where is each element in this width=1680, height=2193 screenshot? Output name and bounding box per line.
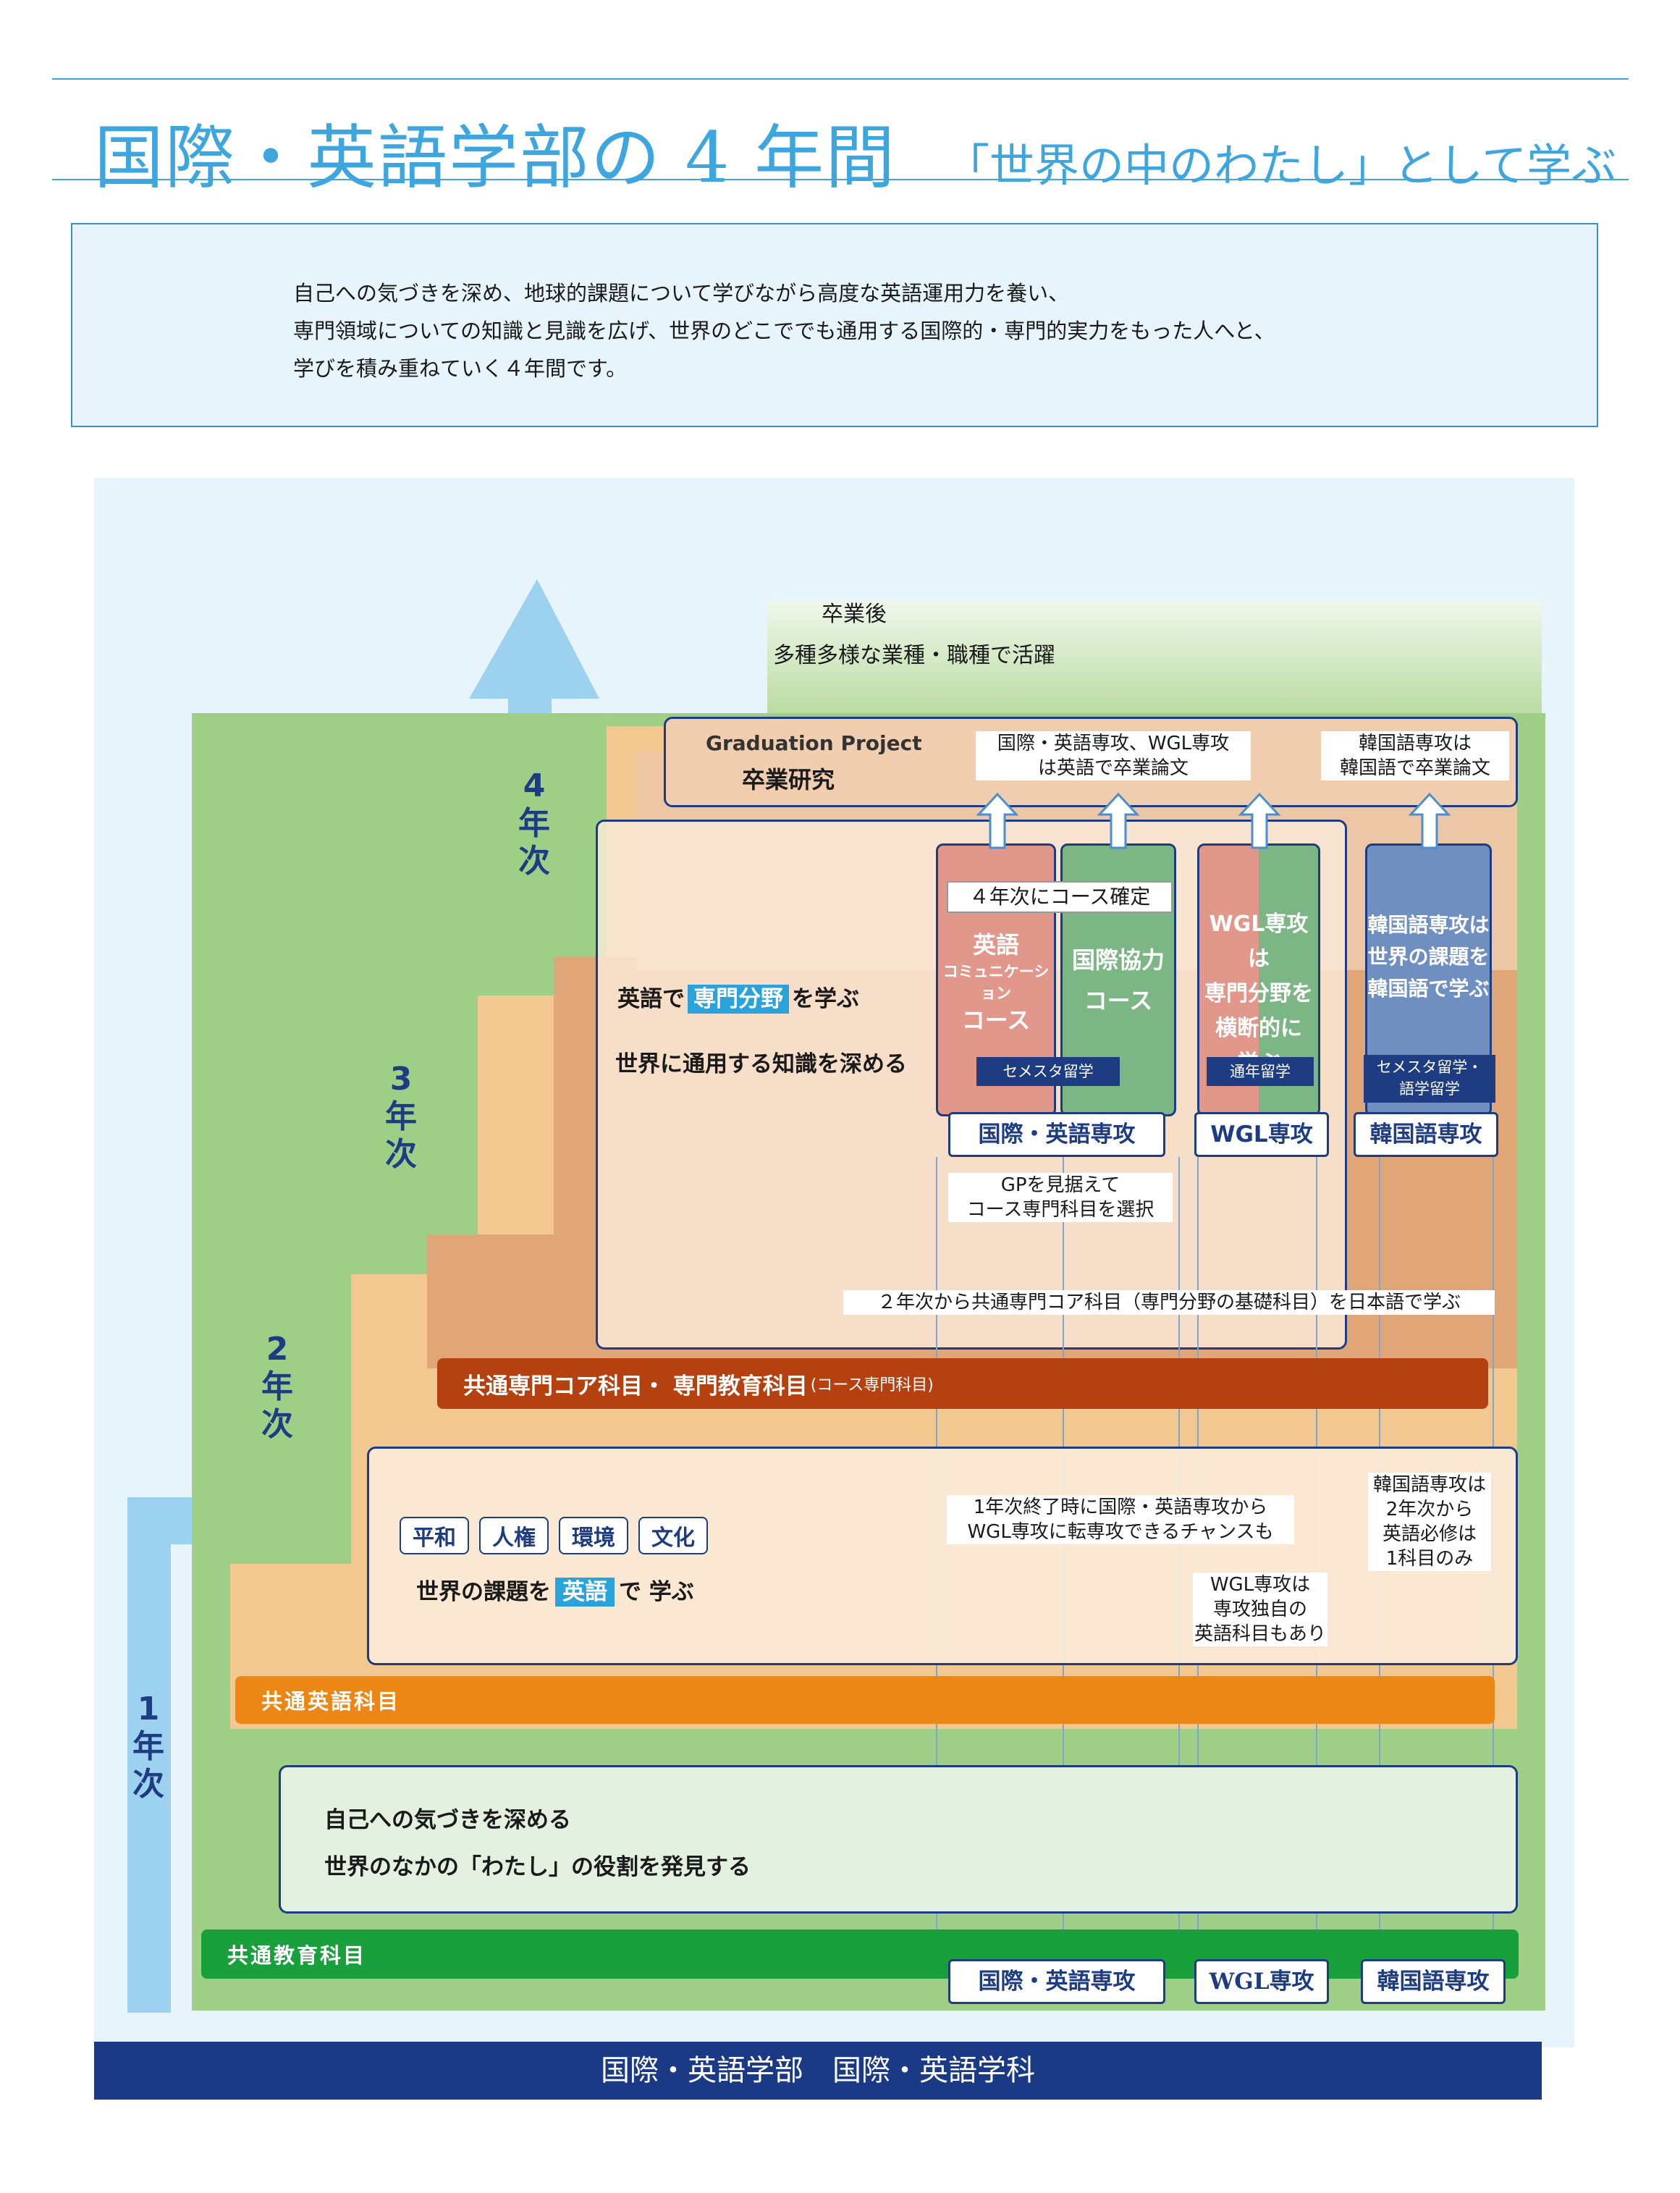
upper-line-1: 英語で専門分野を学ぶ xyxy=(617,985,859,1014)
intro-line-3: 学びを積み重ねていく４年間です。 xyxy=(293,356,628,381)
major-tag-wgl-upper: WGL専攻 xyxy=(1194,1112,1329,1157)
theme-peace: 平和 xyxy=(400,1517,469,1554)
graduation-title-ja: 卒業研究 xyxy=(742,766,835,794)
grad-note-intl: 国際・英語専攻、WGL専攻は英語で卒業論文 xyxy=(976,731,1251,780)
theme-human-rights: 人権 xyxy=(479,1517,549,1554)
theme-tags: 平和 人権 環境 文化 xyxy=(400,1517,708,1554)
note-wgl-english: WGL専攻は専攻独自の英語科目もあり xyxy=(1193,1573,1327,1646)
intro-line-1: 自己への気づきを深め、地球的課題について学びながら高度な英語運用力を養い、 xyxy=(293,281,1070,306)
lower-line-1: 自己への気づきを深める xyxy=(324,1807,571,1833)
major-tag-wgl-bottom: WGL専攻 xyxy=(1194,1959,1329,2004)
major-tag-intl-english-bottom: 国際・英語専攻 xyxy=(948,1959,1165,2004)
middle-line: 世界の課題を英語で 学ぶ xyxy=(416,1578,694,1607)
after-grad-heading: 卒業後 xyxy=(822,602,887,627)
up-arrow-icon xyxy=(976,792,1019,849)
lower-line-2: 世界のなかの「わたし」の役割を発見する xyxy=(324,1854,751,1880)
study-abroad-full-year: 通年留学 xyxy=(1207,1057,1314,1086)
self-discovery-box xyxy=(279,1765,1518,1914)
grad-note-korean: 韓国語専攻は韓国語で卒業論文 xyxy=(1321,731,1509,780)
theme-culture: 文化 xyxy=(638,1517,708,1554)
intro-line-2: 専門領域についての知識と見識を広げ、世界のどこででも通用する国際的・専門的実力を… xyxy=(293,319,1275,343)
up-arrow-icon xyxy=(1097,792,1140,849)
theme-environment: 環境 xyxy=(559,1517,628,1554)
graduation-title-en: Graduation Project xyxy=(706,731,922,755)
major-tag-intl-english-upper: 国際・英語専攻 xyxy=(948,1112,1165,1157)
bar-common-core-specialized: 共通専門コア科目・ 専門教育科目(コース専門科目) xyxy=(437,1358,1488,1409)
course-fixed-label: ４年次にコース確定 xyxy=(947,881,1173,913)
bar-common-english: 共通英語科目 xyxy=(235,1676,1495,1724)
global-issues-box xyxy=(367,1447,1518,1665)
page-title: 国際・英語学部の 4 年間 xyxy=(94,117,897,198)
intro-box xyxy=(71,223,1598,427)
header-top-rule xyxy=(52,78,1629,80)
note-gp-selection: GPを見据えてコース専門科目を選択 xyxy=(948,1173,1173,1222)
up-arrow-icon xyxy=(1408,792,1451,849)
header-bottom-rule xyxy=(52,179,1629,180)
major-tag-korean-upper: 韓国語専攻 xyxy=(1354,1112,1498,1157)
after-grad-text: 多種多様な業種・職種で活躍 xyxy=(773,643,1055,668)
page-subtitle: 「世界の中のわたし」として学ぶ xyxy=(945,139,1617,192)
note-core-japanese: ２年次から共通専門コア科目（専門分野の基礎科目）を日本語で学ぶ xyxy=(843,1290,1495,1315)
major-tag-korean-bottom: 韓国語専攻 xyxy=(1361,1959,1506,2004)
study-abroad-semester: セメスタ留学 xyxy=(976,1057,1120,1086)
faculty-footer: 国際・英語学部 国際・英語学科 xyxy=(94,2042,1542,2100)
up-arrow-icon xyxy=(1238,792,1281,849)
after-graduation-zone xyxy=(767,601,1542,724)
study-abroad-korean: セメスタ留学・語学留学 xyxy=(1364,1055,1495,1103)
upper-line-2: 世界に通用する知識を深める xyxy=(615,1051,907,1077)
